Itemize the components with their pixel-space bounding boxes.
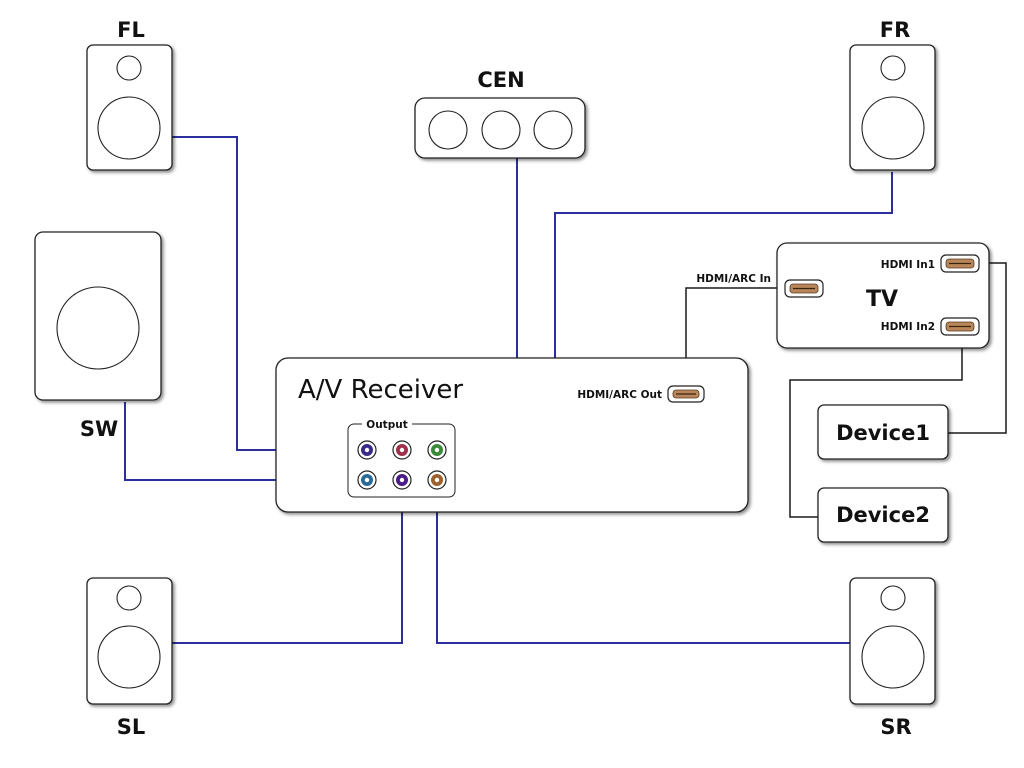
tweeter-icon [880,585,906,611]
hdmi-arc-out-label: HDMI/ARC Out [577,389,662,401]
speaker-sr [849,577,936,705]
wire-sl [172,480,403,644]
woofer-icon [533,110,573,150]
woofer-icon [481,110,521,150]
hdmi-arc-in-label: HDMI/ARC In [696,273,771,285]
jack-cen[interactable] [392,440,412,460]
woofer-icon [428,110,468,150]
speaker-cen [414,97,586,159]
output-label: Output [366,419,407,431]
woofer-icon [97,625,161,689]
hdmi-in1-label: HDMI In1 [881,259,935,271]
speaker-sl [86,577,173,705]
subwoofer-cone-icon [56,286,140,370]
woofer-icon [861,96,925,160]
output-label-bg [362,418,412,430]
tweeter-icon [116,55,142,81]
device2-label: Device2 [836,503,930,527]
hdmi-arc-out-port-icon[interactable] [667,385,705,403]
wire-hdmi-in2 [789,335,963,518]
wire-hdmi-in1 [948,262,1007,434]
speaker-sw [34,231,162,401]
device1-label: Device1 [836,421,930,445]
jack-fr[interactable] [427,440,447,460]
hdmi-in2-label: HDMI In2 [881,321,935,333]
speaker-fl-label: FL [117,18,145,42]
speaker-sw-label: SW [80,417,118,441]
tweeter-icon [880,55,906,81]
speaker-fl [86,44,173,171]
hdmi-in1-port-icon[interactable] [940,254,980,273]
speaker-sl-label: SL [117,715,146,739]
jack-sr[interactable] [427,470,447,490]
speaker-cen-label: CEN [477,68,524,92]
speaker-fr-label: FR [880,18,911,42]
tv [776,242,990,349]
av-receiver [275,357,749,513]
woofer-icon [97,96,161,160]
jack-sl[interactable] [392,470,412,490]
device1-box [817,404,949,460]
woofer-icon [861,625,925,689]
wire-sr [436,480,850,644]
hdmi-in2-port-icon[interactable] [940,317,980,336]
hdmi-arc-in-port-icon[interactable] [784,279,824,298]
speaker-fr [849,44,936,171]
receiver-title: A/V Receiver [298,375,463,405]
device2-box [817,487,949,543]
tweeter-icon [116,585,142,611]
speaker-sr-label: SR [880,715,911,739]
jack-sw[interactable] [357,470,377,490]
jack-fl[interactable] [357,440,377,460]
tv-title: TV [866,287,898,312]
